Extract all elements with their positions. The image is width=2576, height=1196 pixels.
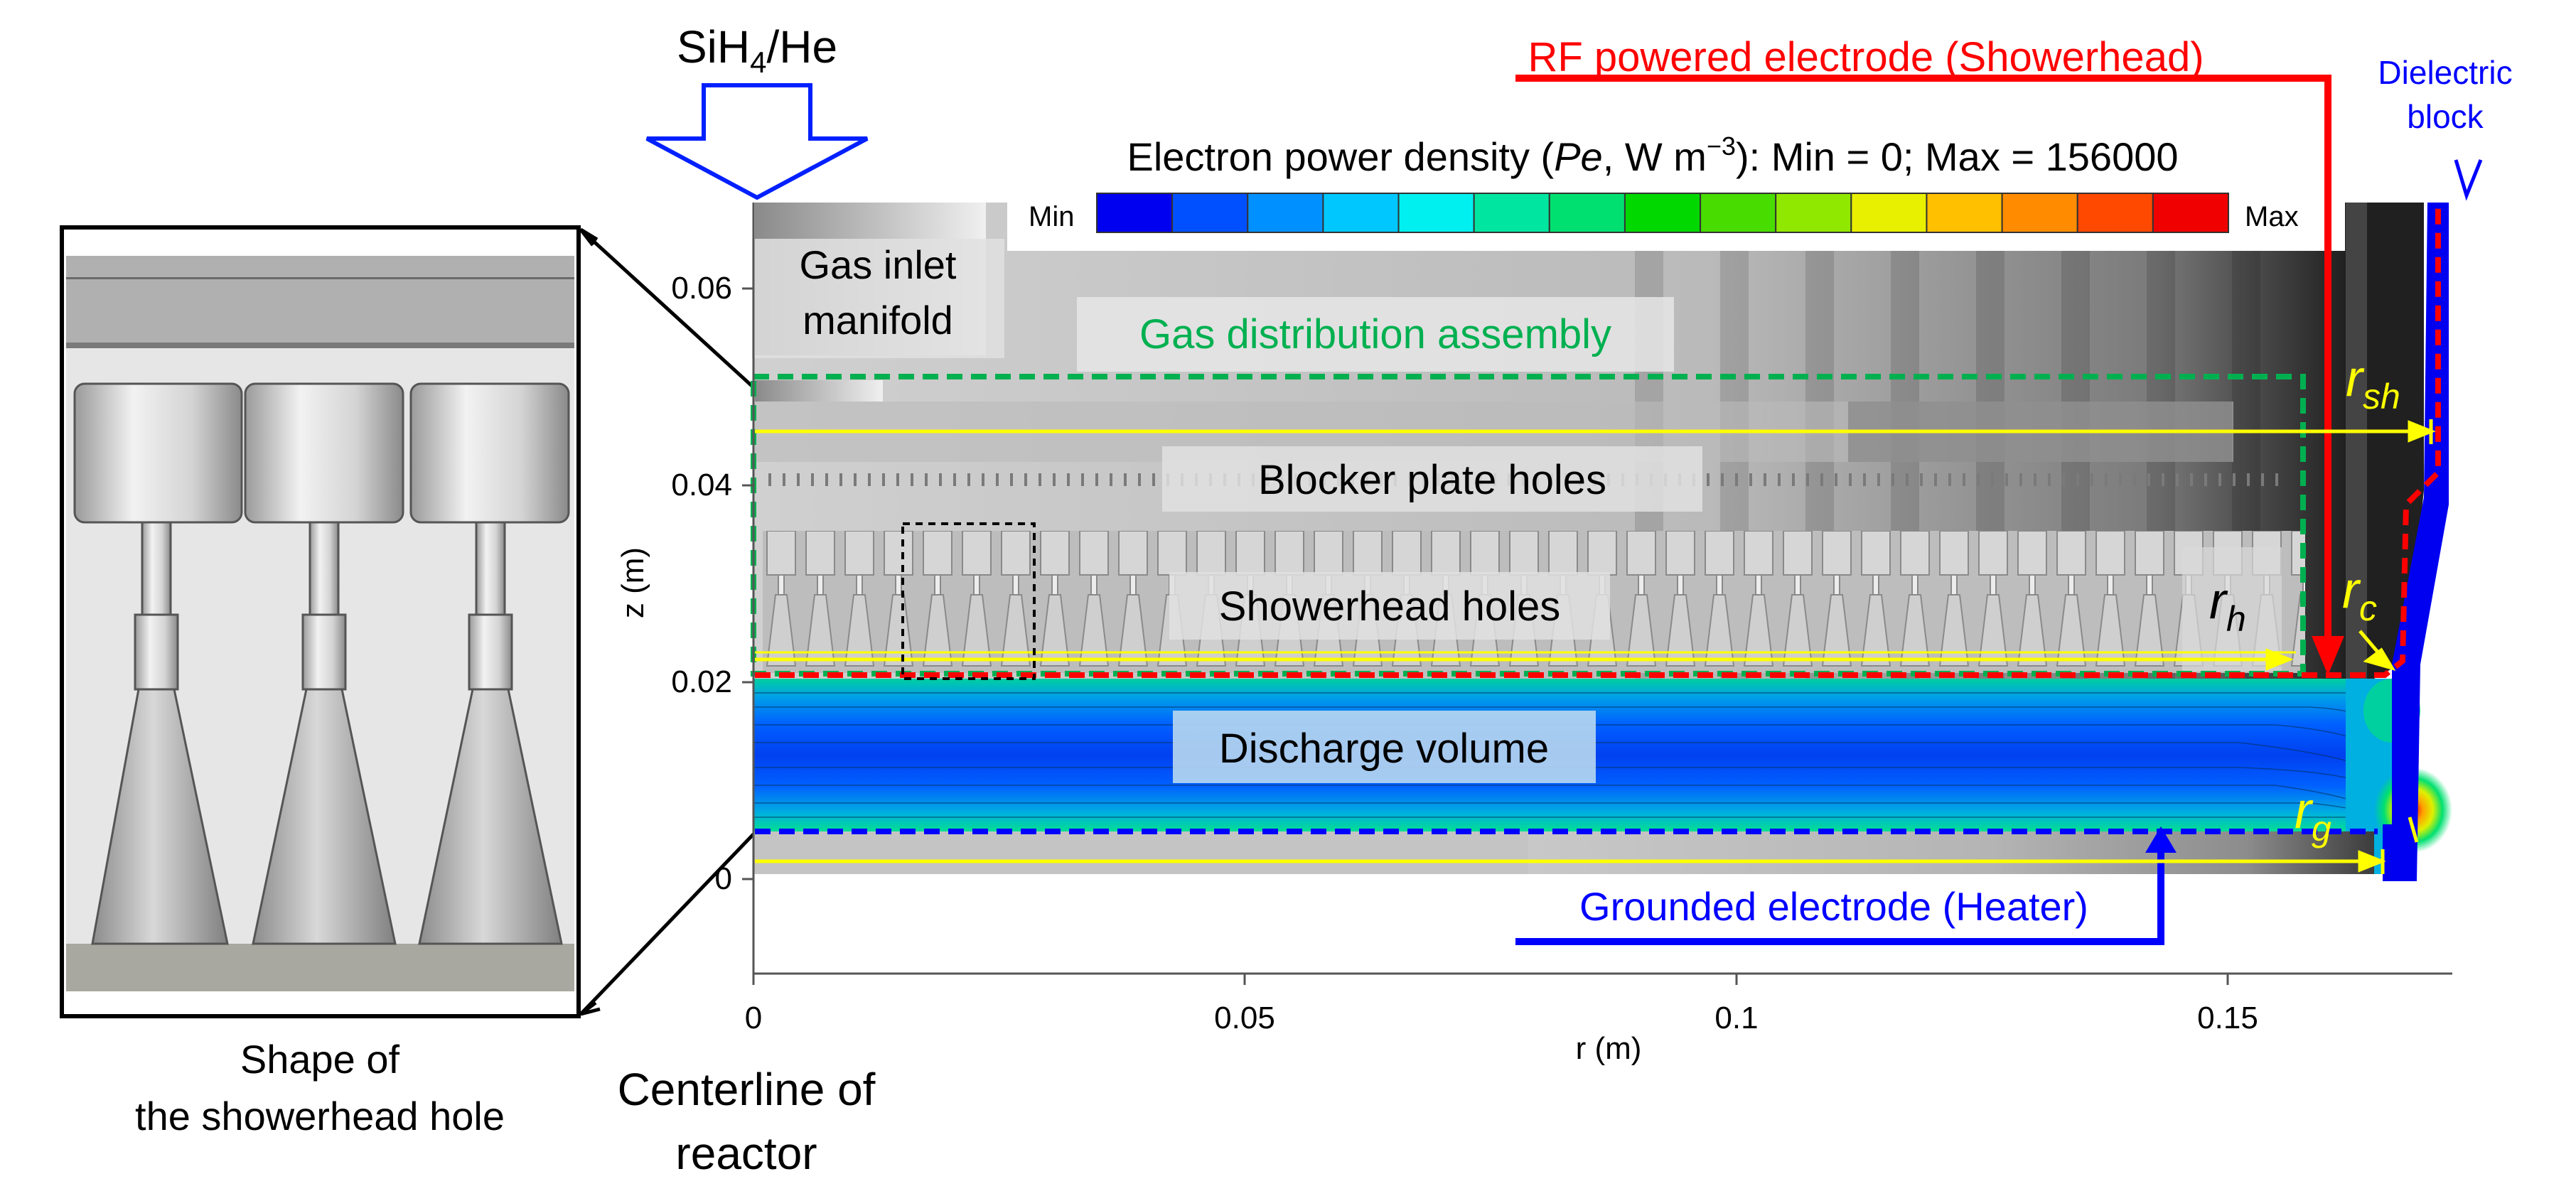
y-tick-0.06: 0.06 (671, 271, 732, 306)
colorbar-swatch (1171, 193, 1249, 233)
inset-caption-line2: the showerhead hole (135, 1094, 505, 1138)
colorbar-swatch (2152, 193, 2230, 233)
colorbar-swatch (1473, 193, 1550, 233)
x-tick-0: 0 (745, 1001, 762, 1035)
colorbar-swatch (1624, 193, 1702, 233)
grounded-pointer-arrowhead (2145, 826, 2177, 853)
rg-label: rg (2295, 782, 2331, 848)
hole-profile-1 (73, 382, 243, 945)
colorbar-swatch (1850, 193, 1928, 233)
showerhead-label-box (1169, 572, 1610, 640)
rf-electrode-outline (755, 203, 2441, 678)
gas-species-label: SiH4/He (677, 21, 837, 79)
colorbar-swatch (1322, 193, 1400, 233)
colorbar-max-label: Max (2245, 201, 2299, 232)
rf-electrode-label: RF powered electrode (Showerhead) (1528, 34, 2204, 80)
discharge-volume-label: Discharge volume (1219, 726, 1549, 772)
x-tick-0.05: 0.05 (1214, 1001, 1275, 1035)
gas-distribution-label: Gas distribution assembly (1139, 311, 1611, 357)
colorbar-min-label: Min (1029, 201, 1074, 232)
y-tick-0.04: 0.04 (671, 468, 732, 502)
colorbar-swatch (2076, 193, 2154, 233)
colorbar-swatch (1775, 193, 1852, 233)
rh-label: rh (2209, 573, 2246, 639)
colorbar (1007, 112, 2345, 251)
grounded-pointer-line (1515, 849, 2164, 945)
inset-caption-line1: Shape of (240, 1037, 400, 1082)
dielectric-pointer (2454, 159, 2483, 201)
x-tick-0.15: 0.15 (2197, 1001, 2258, 1035)
colorbar-swatches (1096, 193, 2230, 233)
inset-frame (60, 225, 581, 1018)
gas-inlet-arrow (645, 83, 869, 200)
gas-inlet-label-line2: manifold (803, 298, 953, 343)
colorbar-swatch (1397, 193, 1475, 233)
colorbar-swatch (1548, 193, 1626, 233)
inset-source-box (901, 522, 1036, 680)
colorbar-swatch (2001, 193, 2078, 233)
showerhead-holes-label: Showerhead holes (1219, 583, 1560, 630)
colorbar-swatch (1247, 193, 1324, 233)
centerline-label-line2: reactor (675, 1128, 817, 1179)
dielectric-label-line2: block (2407, 98, 2484, 135)
dielectric-label-line1: Dielectric (2378, 54, 2512, 91)
colorbar-swatch (1096, 193, 1174, 233)
rf-pointer-arrowhead (2312, 636, 2344, 675)
x-axis-label: r (m) (1576, 1031, 1642, 1066)
discharge-label-box (1173, 711, 1596, 783)
rsh-label: rsh (2346, 350, 2400, 416)
centerline-label-line1: Centerline of (618, 1064, 876, 1115)
blocker-label-box (1162, 446, 1702, 512)
gas-inlet-label-box (752, 239, 1004, 358)
gas-dist-label-box (1077, 297, 1674, 372)
rf-pointer-line (1515, 75, 2331, 664)
colorbar-title: Electron power density (Pe, W m−3): Min … (1127, 131, 2178, 179)
y-axis-label: z (m) (616, 547, 650, 618)
x-tick-0.1: 0.1 (1714, 1001, 1758, 1035)
y-tick-0.02: 0.02 (671, 664, 732, 699)
rc-label: rc (2342, 562, 2377, 628)
axes (742, 203, 2452, 985)
showerhead-hole-inset (60, 225, 581, 1018)
hole-profile-3 (409, 382, 570, 945)
gas-inlet-label-line1: Gas inlet (800, 242, 957, 287)
hole-profile-2 (244, 382, 404, 945)
colorbar-swatch (1926, 193, 2003, 233)
grounded-electrode-label: Grounded electrode (Heater) (1579, 884, 2088, 929)
radius-markers (755, 419, 2436, 874)
colorbar-swatch (1700, 193, 1777, 233)
y-tick-0: 0 (715, 861, 732, 896)
simulation-domain (753, 203, 2452, 881)
dielectric-block-shape (2392, 203, 2449, 881)
blocker-holes-label: Blocker plate holes (1258, 457, 1606, 503)
